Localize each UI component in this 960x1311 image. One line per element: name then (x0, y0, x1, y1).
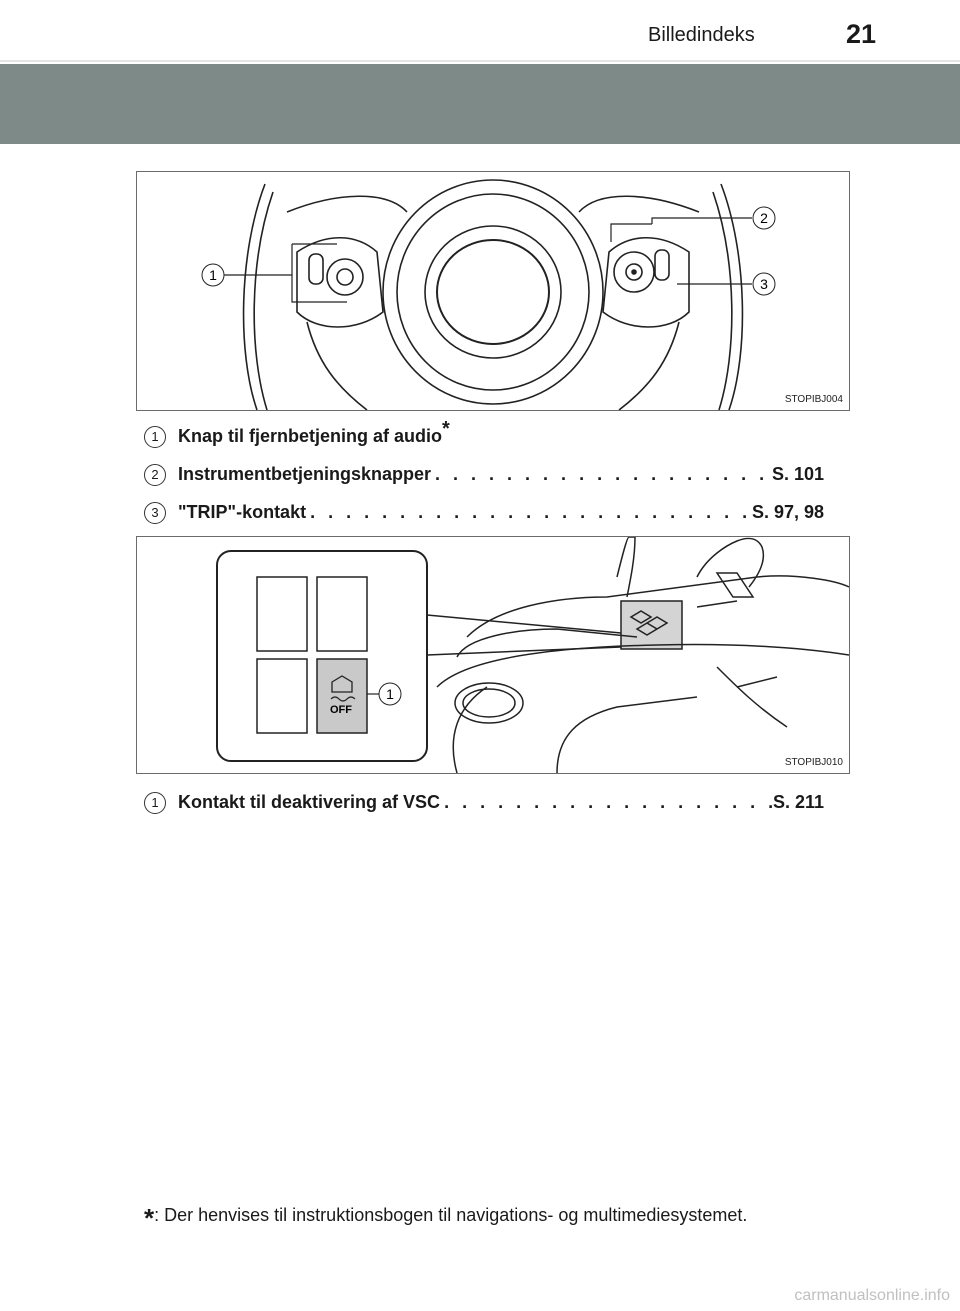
svg-text:1: 1 (209, 267, 217, 283)
item-label: "TRIP"-kontakt . . . . . . . . . . . . .… (178, 502, 824, 522)
console-figure: OFF 1 STOPIBJ010 (136, 536, 850, 774)
page-reference[interactable]: S. 211 (772, 792, 824, 812)
figure-code: STOPIBJ010 (784, 757, 843, 768)
page-reference[interactable]: S. 101 (771, 464, 824, 484)
page-header: Billedindeks 21 (0, 0, 960, 60)
item-number: 3 (144, 502, 166, 524)
callout-1: 1 (201, 263, 225, 287)
list-item: 2 Instrumentbetjeningsknapper . . . . . … (144, 464, 824, 490)
figure-code: STOPIBJ004 (784, 394, 843, 405)
section-title: Billedindeks (648, 24, 755, 46)
page-number: 21 (846, 19, 877, 49)
console-illustration: OFF 1 (216, 537, 849, 773)
dot-leader: . . . . . . . . . . . . . . . . . . . . … (444, 792, 773, 812)
item-number: 1 (144, 792, 166, 814)
callout-2: 2 (752, 206, 776, 230)
item-label: Kontakt til deaktivering af VSC . . . . … (178, 792, 824, 812)
callout-3: 3 (752, 272, 776, 296)
item-label: Knap til fjernbetjening af audio* (178, 418, 450, 446)
vsc-off-label: OFF (330, 704, 352, 716)
watermark: carmanualsonline.info (794, 1287, 950, 1304)
svg-text:2: 2 (760, 210, 768, 226)
svg-text:1: 1 (386, 686, 394, 702)
dot-leader: . . . . . . . . . . . . . . . . . . . . … (310, 502, 752, 522)
header-rule (0, 60, 960, 62)
item-label: Instrumentbetjeningsknapper . . . . . . … (178, 464, 824, 484)
callout-1: 1 (378, 682, 402, 706)
item-number: 1 (144, 426, 166, 448)
svg-text:3: 3 (760, 276, 768, 292)
list-item: 3 "TRIP"-kontakt . . . . . . . . . . . .… (144, 502, 824, 528)
page-reference[interactable]: S. 97, 98 (751, 502, 824, 522)
header-band (0, 64, 960, 144)
list-item: 1 Knap til fjernbetjening af audio* (144, 418, 824, 452)
footnote-marker: * (144, 1203, 155, 1233)
list-item: 1 Kontakt til deaktivering af VSC . . . … (144, 792, 824, 818)
steering-wheel-illustration: 1 2 3 (201, 179, 776, 410)
footnote-marker: * (442, 418, 450, 440)
item-number: 2 (144, 464, 166, 486)
footnote-text: : Der henvises til instruktionsbogen til… (154, 1205, 748, 1225)
steering-wheel-figure: 1 2 3 STOPIBJ004 (136, 171, 850, 411)
footnote: *: Der henvises til instruktionsbogen ti… (144, 1203, 747, 1234)
dot-leader: . . . . . . . . . . . . . . . . . . . . … (435, 464, 772, 484)
